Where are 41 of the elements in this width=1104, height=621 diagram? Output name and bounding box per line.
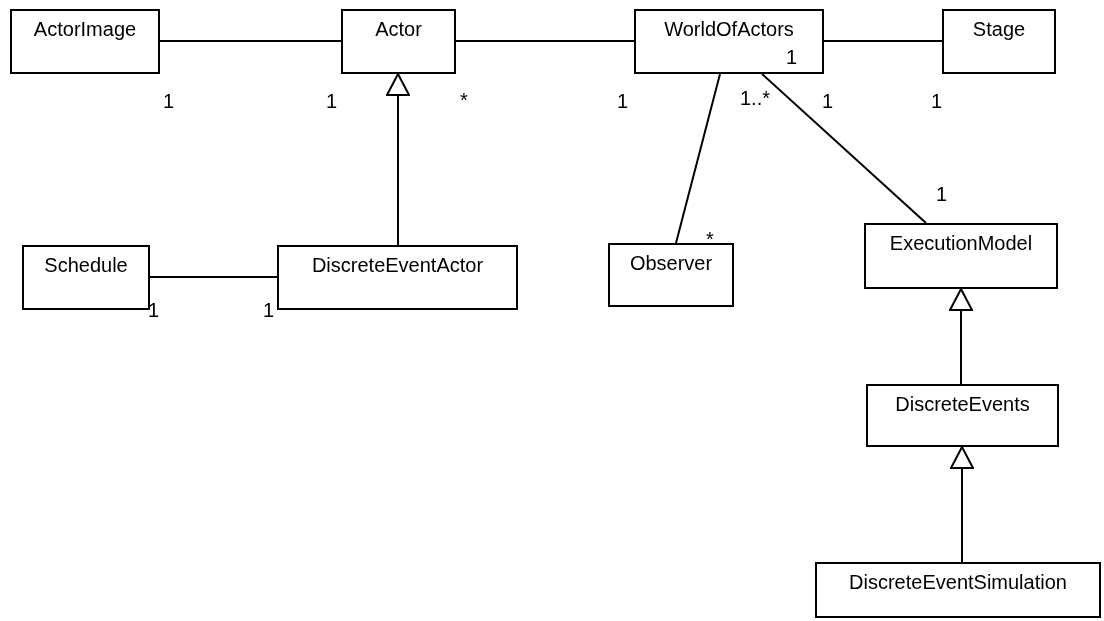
class-name: DiscreteEventActor — [310, 254, 485, 277]
class-name: Observer — [628, 252, 714, 275]
generalization-arrow — [949, 288, 973, 385]
multiplicity-label: 1 — [326, 91, 338, 111]
multiplicity-label: 1 — [617, 91, 629, 111]
multiplicity-label: 1 — [936, 184, 948, 204]
class-box — [634, 9, 824, 74]
class-name: Schedule — [43, 254, 129, 277]
multiplicity-label: 1 — [931, 91, 943, 111]
class-name: Actor — [374, 18, 423, 41]
multiplicity-label: 1 — [822, 91, 834, 111]
multiplicity-label: 1..* — [740, 88, 771, 108]
association-line — [159, 40, 342, 42]
class-box — [22, 245, 150, 310]
class-box — [866, 384, 1059, 447]
class-name: WorldOfActors — [663, 18, 795, 41]
class-box — [864, 223, 1058, 289]
class-box — [277, 245, 518, 310]
multiplicity-label: * — [706, 229, 714, 249]
association-line — [761, 73, 927, 224]
multiplicity-label: 1 — [163, 91, 175, 111]
multiplicity-label: 1 — [148, 300, 160, 320]
class-box — [815, 562, 1101, 618]
association-line — [149, 276, 278, 278]
class-name: Stage — [971, 18, 1027, 41]
association-line — [675, 73, 721, 244]
class-box — [942, 9, 1056, 74]
generalization-arrow — [386, 73, 410, 246]
class-name: DiscreteEvents — [894, 393, 1031, 416]
multiplicity-label: * — [460, 90, 468, 110]
multiplicity-label: 1 — [263, 300, 275, 320]
class-box — [10, 9, 160, 74]
class-name: DiscreteEventSimulation — [848, 571, 1068, 594]
association-line — [823, 40, 943, 42]
class-name: ExecutionModel — [888, 232, 1034, 255]
class-box — [608, 243, 734, 307]
generalization-arrow — [950, 446, 974, 563]
class-name: ActorImage — [32, 18, 138, 41]
association-line — [455, 40, 635, 42]
class-box — [341, 9, 456, 74]
multiplicity-label: 1 — [786, 47, 798, 67]
